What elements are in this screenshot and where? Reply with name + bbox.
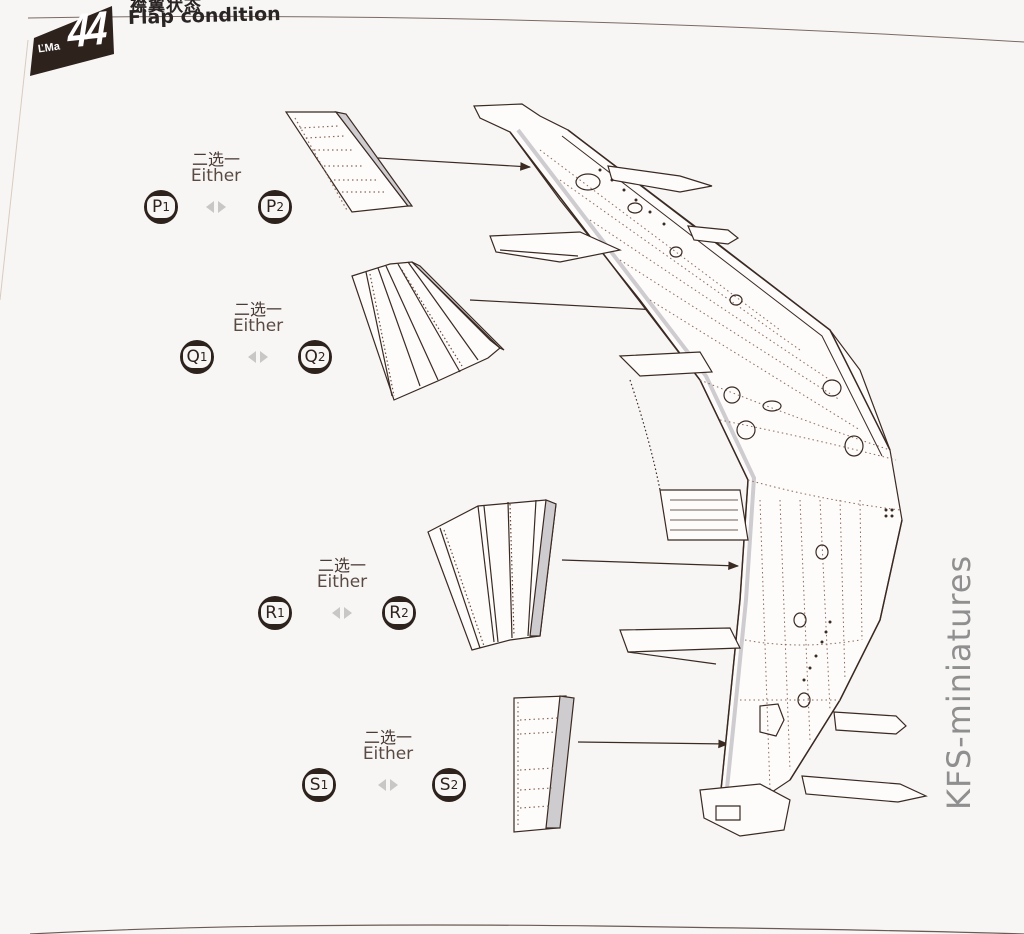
store-lower-3	[801, 775, 928, 803]
part-letter: S	[439, 774, 451, 795]
part-number: 1	[162, 200, 170, 214]
step-badge: ĽMa 44	[30, 2, 114, 76]
flap-fairing-1	[489, 231, 622, 263]
page-edge-top	[27, 15, 1024, 43]
page-edge-left	[0, 39, 29, 301]
choice-label-cn: 二选一	[317, 556, 366, 575]
either-arrows-icon	[206, 201, 226, 213]
choice-label-cn: 二选一	[191, 150, 240, 169]
part-number: 1	[320, 778, 329, 792]
part-number: 2	[401, 606, 409, 620]
nacelle-fragment	[618, 351, 714, 377]
part-letter: P	[152, 196, 163, 217]
step-title-cn: 襟翼状态	[130, 0, 202, 16]
choice-label-en: Either	[362, 744, 414, 764]
leader-arrow-q	[469, 299, 660, 314]
part-number: 2	[317, 350, 326, 364]
store-upper-2	[687, 225, 740, 245]
store-lower-1	[619, 627, 741, 653]
either-arrows-icon	[248, 351, 268, 363]
step-number: 44	[67, 2, 105, 59]
flap-part-p	[284, 111, 414, 213]
flap-part-r	[427, 499, 557, 651]
choice-label-cn: 二选一	[233, 300, 282, 319]
choice-label-cn: 二选一	[363, 728, 412, 747]
part-number: 1	[277, 606, 285, 620]
choice-label-en: Either	[232, 316, 284, 336]
store-lower-2	[833, 711, 907, 735]
part-number: 2	[450, 778, 459, 792]
page-edge-bottom	[29, 924, 1024, 934]
wing-surface	[473, 103, 903, 801]
part-letter: Q	[186, 346, 200, 367]
store-upper-1	[607, 165, 713, 193]
part-number: 1	[199, 350, 208, 364]
step-badge-shape	[30, 6, 114, 76]
part-number: 2	[276, 200, 284, 214]
step-title-en: Flap condition	[127, 3, 281, 29]
either-arrows-icon	[332, 607, 352, 619]
part-letter: R	[389, 602, 402, 623]
choice-label-en: Either	[316, 572, 368, 592]
part-letter: Q	[304, 346, 318, 367]
watermark: KFS-miniatures	[940, 554, 978, 810]
leader-arrow-s	[577, 739, 730, 749]
part-letter: R	[265, 602, 278, 623]
flap-part-q	[351, 261, 505, 401]
part-letter: S	[309, 774, 321, 795]
wing-assembly	[473, 103, 928, 837]
choice-label-en: Either	[190, 166, 242, 186]
either-arrows-icon	[378, 779, 398, 791]
wing-root	[699, 783, 791, 837]
flap-part-s	[513, 695, 575, 833]
leader-arrow-r	[561, 559, 740, 570]
leader-arrow-p	[377, 157, 532, 171]
part-letter: P	[266, 196, 277, 217]
